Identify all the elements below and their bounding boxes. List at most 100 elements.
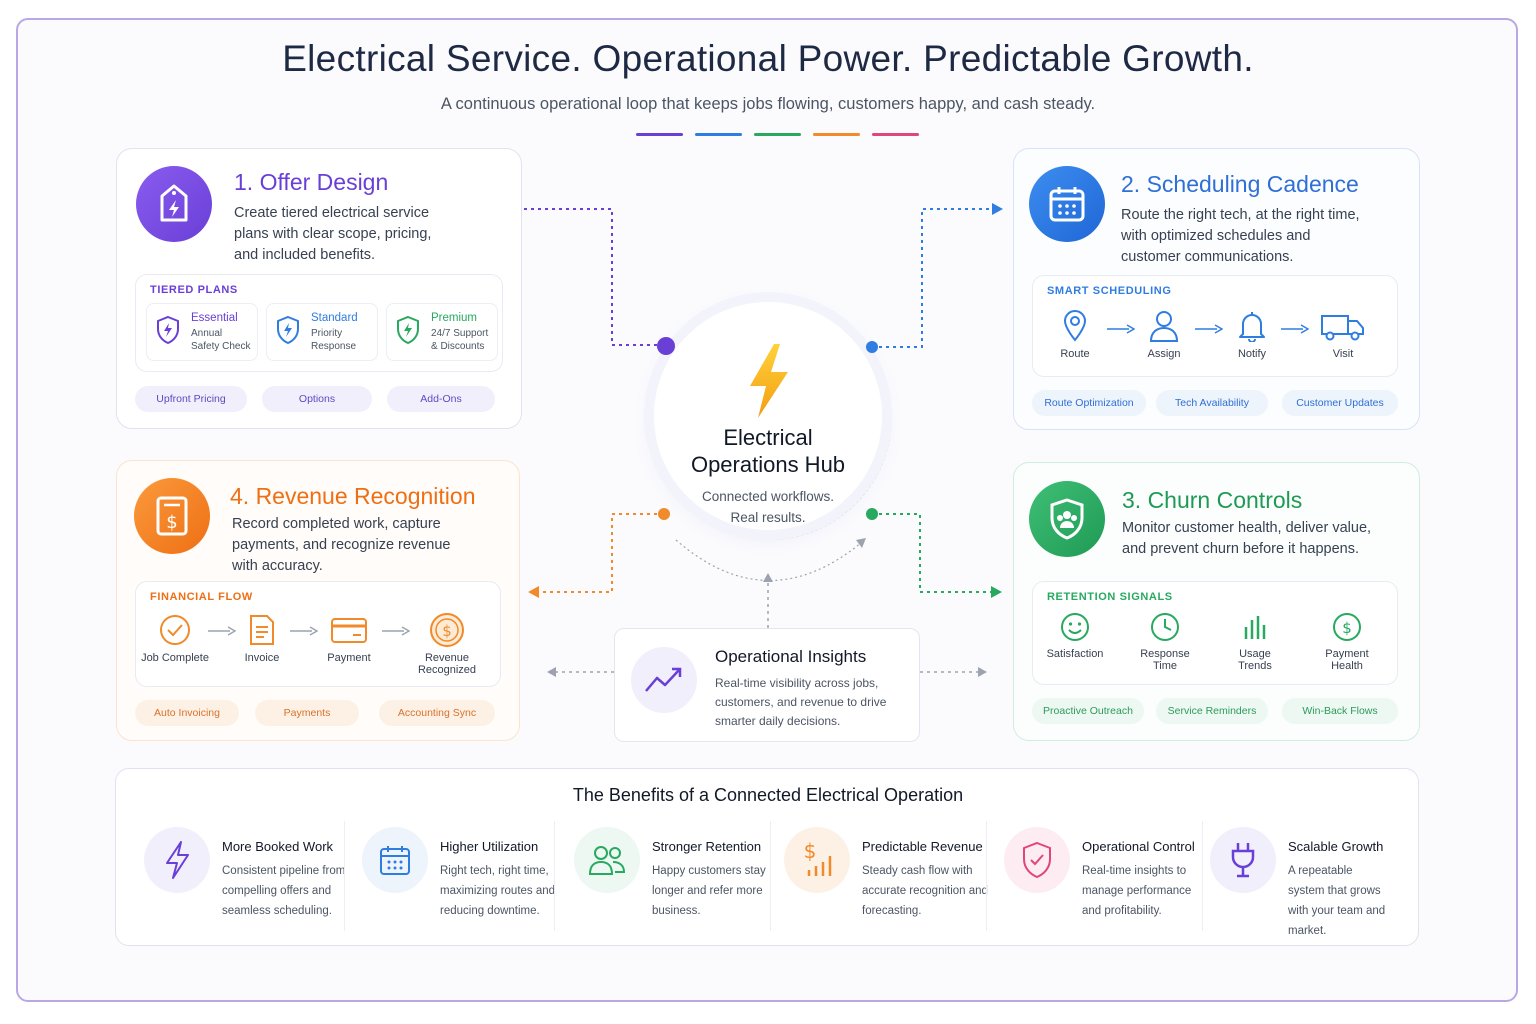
benefit-divider (770, 821, 771, 931)
lightning-icon (750, 344, 788, 418)
calendar-icon (1049, 187, 1085, 222)
plan-line1: Priority (311, 328, 343, 339)
signal-payment-health: $ Payment Health (1315, 612, 1379, 672)
accent-dashes (636, 133, 919, 136)
user-icon (1149, 311, 1179, 342)
arrowhead-revenue (528, 586, 539, 598)
arrow-right-icon (1281, 324, 1309, 334)
pill-customer-updates[interactable]: Customer Updates (1282, 390, 1398, 416)
arrow-right-icon (1107, 324, 1135, 334)
plan-name: Premium (431, 312, 478, 324)
offer-icon-badge (136, 166, 212, 242)
bolt-icon (166, 841, 189, 879)
plan-line1: Annual (191, 328, 223, 339)
accent-dash-green (754, 133, 801, 136)
step-label-line2: Recognized (417, 664, 477, 676)
plan-details: 24/7 Support& Discounts (431, 328, 488, 353)
insights-title: Operational Insights (715, 647, 867, 666)
benefit-desc: Happy customers stay longer and refer mo… (652, 865, 766, 917)
step-label: Revenue (424, 652, 470, 664)
loop-arc (675, 539, 863, 581)
people-icon-badge (574, 827, 640, 893)
pill-route-optimization[interactable]: Route Optimization (1032, 390, 1146, 416)
offer-title: 1. Offer Design (234, 169, 389, 195)
location-pin-icon (1063, 310, 1087, 342)
hub-title-line2: Operations Hub (690, 452, 846, 477)
accent-dash-orange (813, 133, 860, 136)
step-label: Visit (1332, 348, 1354, 360)
step-label: Notify (1237, 348, 1267, 360)
pill-payments[interactable]: Payments (255, 700, 359, 726)
benefit-desc: Steady cash flow with accurate recogniti… (862, 865, 988, 917)
arrowhead-churn (991, 586, 1002, 598)
offer-desc: Create tiered electrical service plans w… (234, 205, 432, 263)
hub-title-line1: Electrical (723, 425, 813, 450)
pill-options[interactable]: Options (262, 386, 372, 412)
step-label: Assign (1147, 348, 1181, 360)
invoice-icon (250, 615, 274, 645)
shield-bolt-icon (397, 315, 419, 345)
tag-bolt-icon (160, 184, 188, 222)
step-label: Job Complete (141, 652, 209, 664)
revenue-title: 4. Revenue Recognition (230, 483, 476, 509)
signal-label: Payment (1325, 648, 1369, 660)
pill-tech-availability[interactable]: Tech Availability (1156, 390, 1268, 416)
step-label: Invoice (244, 652, 280, 664)
revenue-desc: Record completed work, capture payments,… (232, 516, 451, 574)
benefit-desc: A repeatable system that grows with your… (1288, 865, 1386, 937)
smart-scheduling-label: SMART SCHEDULING (1047, 285, 1172, 297)
pill-auto-invoicing[interactable]: Auto Invoicing (135, 700, 239, 726)
pill-add-ons[interactable]: Add-Ons (387, 386, 495, 412)
arrow-right-icon (382, 626, 410, 636)
scheduling-card: 2. Scheduling Cadence Route the right te… (1013, 148, 1420, 430)
pill-service-reminders[interactable]: Service Reminders (1156, 698, 1268, 724)
smart-scheduling-panel: SMART SCHEDULING Route Assign Notify Vis… (1032, 275, 1398, 377)
pill-proactive-outreach[interactable]: Proactive Outreach (1032, 698, 1144, 724)
retention-signals-label: RETENTION SIGNALS (1047, 591, 1173, 603)
connector-offer (524, 208, 666, 346)
hub-subtitle: Connected workflows. Real results. (654, 486, 882, 528)
step-revenue-recognized: $ Revenue Recognized (412, 612, 482, 676)
pill-upfront-pricing[interactable]: Upfront Pricing (135, 386, 247, 412)
dollar-circle-icon: $ (1333, 613, 1361, 641)
plan-line1: 24/7 Support (431, 328, 489, 339)
step-notify: Notify (1227, 310, 1277, 360)
hub-sub-line2: Real results. (730, 510, 806, 525)
benefit-divider (1202, 821, 1203, 931)
insights-desc: Real-time visibility across jobs, custom… (715, 676, 887, 728)
accent-dash-blue (695, 133, 742, 136)
pill-accounting-sync[interactable]: Accounting Sync (379, 700, 495, 726)
benefit-title: Operational Control (1082, 839, 1195, 854)
financial-flow-panel: FINANCIAL FLOW Job Complete Invoice Paym… (135, 581, 501, 687)
plan-premium[interactable]: Premium 24/7 Support& Discounts (386, 303, 498, 361)
benefit-higher-utilization: Higher Utilization Right tech, right tim… (362, 827, 562, 931)
connector-scheduling (872, 208, 996, 348)
scheduling-title: 2. Scheduling Cadence (1121, 171, 1359, 197)
operations-hub (654, 302, 882, 530)
document-dollar-icon: $ (156, 496, 188, 536)
arrowhead-insights-up (763, 573, 773, 582)
hub-dot-purple (657, 337, 675, 355)
signal-label: Usage (1239, 648, 1271, 660)
hub-dot-blue (866, 341, 878, 353)
hub-ring (646, 294, 892, 540)
shield-bolt-icon (157, 315, 179, 345)
bell-icon (1239, 312, 1265, 342)
plan-line2: Safety Check (191, 340, 251, 352)
hub-sub-line1: Connected workflows. (701, 489, 835, 504)
svg-text:$: $ (166, 512, 177, 533)
benefit-operational-control: Operational Control Real-time insights t… (1004, 827, 1204, 931)
step-invoice: Invoice (240, 614, 284, 664)
accent-dash-pink (872, 133, 919, 136)
dollar-chart-icon-badge: $ (784, 827, 850, 893)
bolt-icon-badge (144, 827, 210, 893)
scheduling-icon-badge (1029, 166, 1105, 242)
pill-win-back-flows[interactable]: Win-Back Flows (1282, 698, 1398, 724)
step-assign: Assign (1139, 310, 1189, 360)
check-circle-icon (160, 615, 190, 645)
offer-design-card: 1. Offer Design Create tiered electrical… (116, 148, 522, 429)
